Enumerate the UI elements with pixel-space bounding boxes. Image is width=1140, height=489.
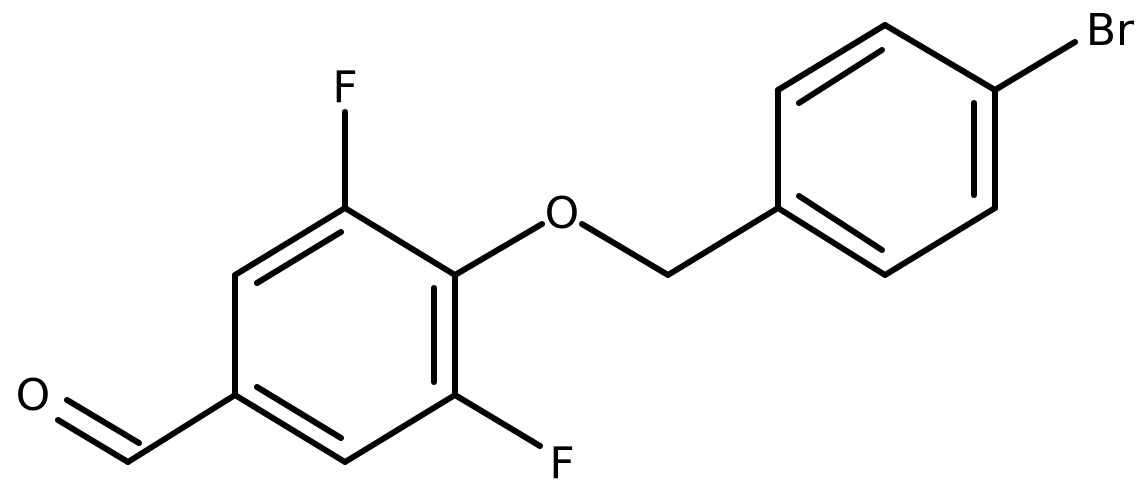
bond-cho-double-b bbox=[64, 397, 142, 446]
atom-aldehyde-oxygen: O bbox=[16, 370, 51, 421]
bond-ring2-c bbox=[882, 22, 998, 93]
bond-ring2-b-inner bbox=[796, 47, 885, 106]
bond-ring1-f-inner bbox=[254, 229, 344, 286]
bond-ring1-d-inner bbox=[254, 384, 344, 441]
bond-c-f-bottom bbox=[452, 392, 543, 449]
bond-o-ch2 bbox=[579, 221, 671, 278]
difluorophenyl-ring bbox=[232, 205, 458, 465]
atom-fluorine-bottom: F bbox=[549, 438, 574, 489]
bond-cho-double-a bbox=[55, 417, 131, 465]
bond-ring2-f bbox=[775, 205, 888, 278]
bond-ring1-c bbox=[342, 392, 458, 465]
atom-bromine: Br bbox=[1086, 5, 1135, 56]
bond-ring2-f-inner bbox=[796, 193, 885, 253]
bond-c-br bbox=[992, 39, 1078, 93]
bond-ring1-f bbox=[232, 205, 348, 278]
bond-c-o-ether bbox=[452, 221, 545, 278]
bond-ring-cho bbox=[125, 392, 238, 465]
bond-ring1-a bbox=[342, 205, 458, 278]
atom-fluorine-top: F bbox=[332, 62, 357, 113]
bromophenyl-ring bbox=[775, 22, 998, 278]
bond-ring2-e bbox=[882, 205, 998, 278]
atom-ether-oxygen: O bbox=[545, 188, 580, 239]
bond-ch2-ring2 bbox=[665, 205, 781, 278]
bond-ring2-b bbox=[775, 22, 888, 93]
bond-ring1-d bbox=[232, 392, 348, 465]
